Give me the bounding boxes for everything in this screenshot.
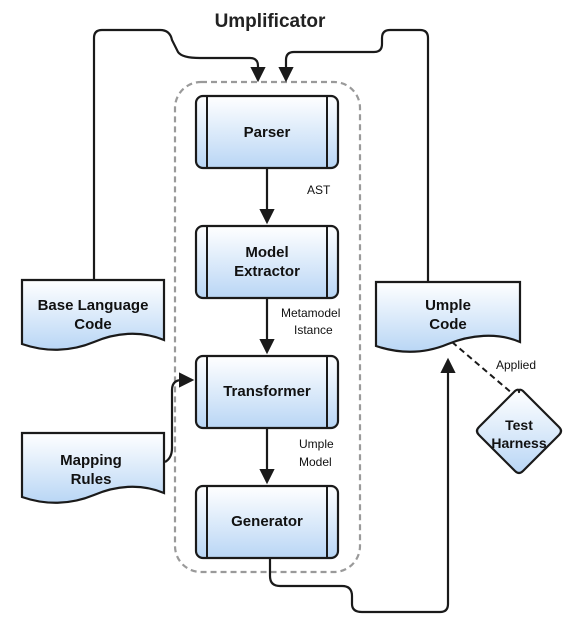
umple-model-edge-label-line2: Model	[299, 455, 332, 469]
test-harness-label-line1: Test	[505, 417, 533, 433]
mapping-rules-label-line1: Mapping	[60, 452, 122, 469]
applied-edge-label: Applied	[496, 358, 536, 372]
parser-box: Parser	[194, 94, 340, 170]
test-harness-diamond: Test Harness	[475, 388, 563, 475]
base-language-code-label-line1: Base Language	[38, 297, 149, 314]
mapping-rules-label-line2: Rules	[71, 471, 112, 488]
umple-code-document: Umple Code	[374, 280, 522, 353]
generator-box: Generator	[194, 484, 340, 560]
applied-dashed-connector	[451, 341, 521, 401]
model-extractor-label-line2: Extractor	[234, 263, 300, 280]
base-language-code-document: Base Language Code	[20, 278, 166, 351]
umple-code-label-line2: Code	[429, 316, 467, 333]
diagram-title: Umplificator	[215, 11, 326, 32]
mapping-rules-to-transformer-connector	[164, 372, 195, 463]
test-harness-label-line2: Harness	[491, 435, 546, 451]
ast-edge-label: AST	[307, 183, 331, 197]
applied-label-background	[492, 356, 548, 373]
metamodel-edge-label-line2: Istance	[294, 323, 333, 337]
umple-code-label-line1: Umple	[425, 297, 471, 314]
model-extractor-label-line1: Model	[245, 244, 288, 261]
umplificator-container	[173, 80, 362, 574]
base-code-to-parser-connector	[92, 28, 266, 280]
metamodel-edge-label-line1: Metamodel	[281, 306, 340, 320]
umple-code-to-parser-connector	[278, 28, 430, 282]
umple-model-edge-label-line1: Umple	[299, 437, 334, 451]
generator-label: Generator	[231, 513, 303, 530]
transformer-box: Transformer	[194, 354, 340, 430]
parser-label: Parser	[244, 124, 291, 141]
mapping-rules-document: Mapping Rules	[20, 431, 166, 504]
model-extractor-box: Model Extractor	[194, 224, 340, 300]
transformer-label: Transformer	[223, 383, 311, 400]
base-language-code-label-line2: Code	[74, 316, 112, 333]
generator-to-umple-code-connector	[268, 357, 456, 614]
